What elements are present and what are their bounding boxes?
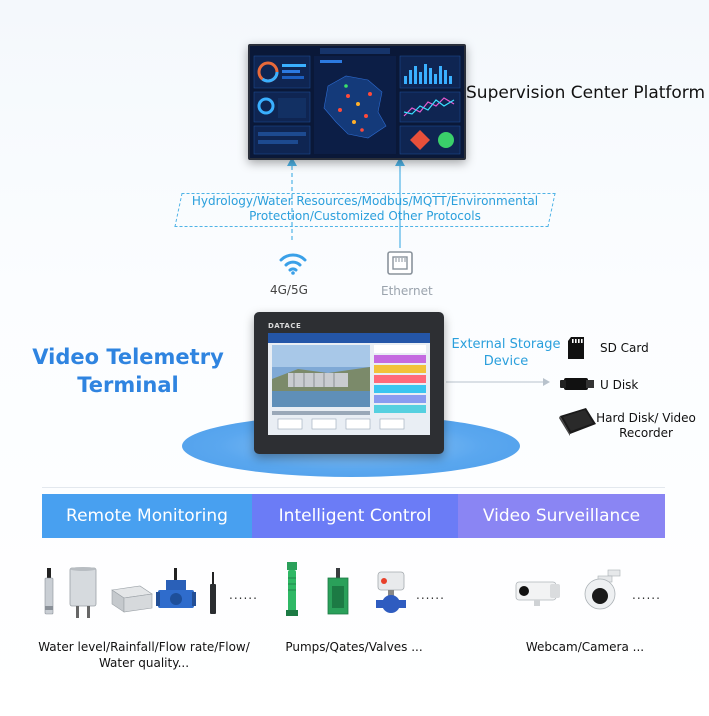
category-video-surveillance: Video Surveillance	[458, 494, 665, 538]
water-level-sensor-icon	[44, 568, 54, 615]
hard-disk-label: Hard Disk/ Video Recorder	[596, 411, 696, 440]
electric-valve-icon	[376, 571, 406, 613]
category-divider	[42, 487, 665, 488]
usb-drive-icon	[560, 378, 594, 390]
bullet-camera-icon	[515, 581, 560, 606]
ptz-dome-camera-icon	[584, 569, 621, 610]
terminal-brand: DATACE	[268, 322, 302, 330]
video-more: ......	[632, 588, 661, 602]
wifi-icon	[279, 253, 307, 275]
monitoring-more: ......	[229, 588, 258, 602]
flow-meter-icon	[156, 568, 196, 608]
platform-title: Supervision Center Platform	[466, 83, 706, 103]
hard-disk-icon	[559, 408, 596, 436]
cellular-label: 4G/5G	[270, 283, 308, 297]
category-intelligent-control: Intelligent Control	[252, 494, 458, 538]
terminal-screen-image	[268, 333, 430, 435]
u-disk-label: U Disk	[600, 378, 639, 392]
rain-gauge-icon	[69, 567, 97, 618]
terminal-title: Video Telemetry Terminal	[32, 345, 224, 397]
sluice-gate-icon	[327, 568, 349, 615]
video-caption: Webcam/Camera ...	[525, 640, 645, 654]
control-more: ......	[416, 588, 445, 602]
flow-rate-radar-icon	[111, 585, 153, 613]
sd-card-label: SD Card	[600, 341, 649, 355]
external-storage-title: External Storage Device	[451, 337, 561, 369]
sd-card-icon	[568, 337, 584, 359]
ethernet-label: Ethernet	[381, 284, 433, 298]
category-remote-monitoring: Remote Monitoring	[42, 494, 252, 538]
water-pump-icon	[286, 562, 298, 616]
protocol-text: Hydrology/Water Resources/Modbus/MQTT/En…	[191, 194, 539, 223]
ethernet-port-icon	[387, 251, 413, 275]
control-caption: Pumps/Qates/Valves ...	[285, 640, 423, 654]
supervision-screen-image	[248, 44, 466, 160]
monitoring-caption: Water level/Rainfall/Flow rate/Flow/ Wat…	[38, 640, 250, 670]
water-quality-sensor-icon	[210, 572, 216, 614]
